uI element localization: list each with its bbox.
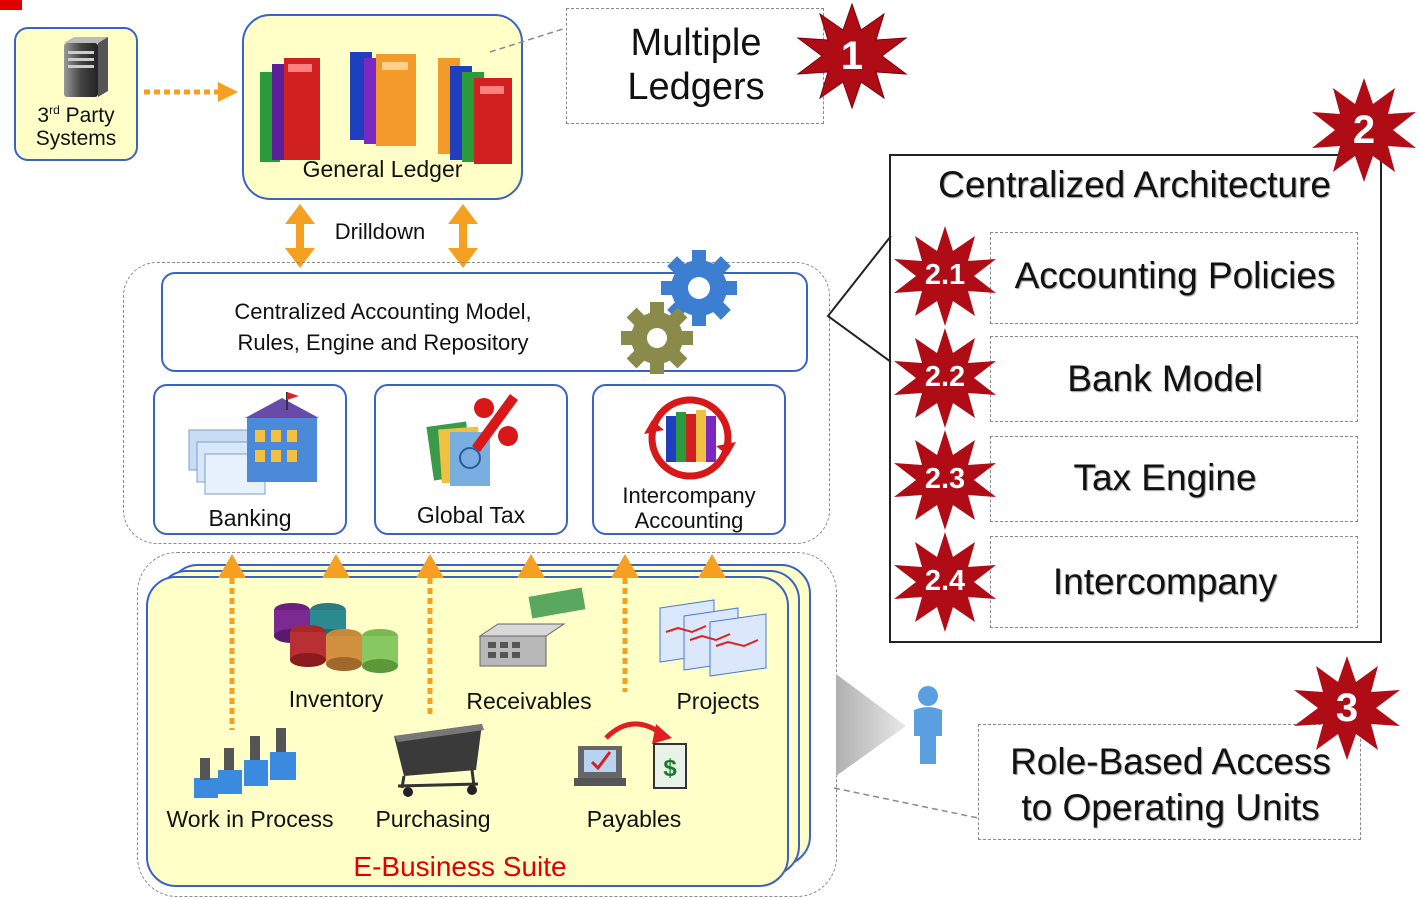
central-accounting-model-text: Centralized Accounting Model,Rules, Engi… bbox=[234, 299, 532, 355]
drilldown-arrow-left bbox=[285, 204, 315, 268]
gears-icon bbox=[621, 250, 737, 374]
banking-label: Banking bbox=[208, 505, 292, 531]
user-person-icon bbox=[914, 686, 942, 764]
projects-charts-icon bbox=[659, 599, 767, 677]
tax-money-icon bbox=[426, 394, 518, 486]
centralized-architecture-title: Centralized Architecture bbox=[938, 164, 1331, 205]
bank-model-callout: Bank Model bbox=[990, 336, 1358, 422]
third-party-to-ledger-arrow bbox=[144, 82, 238, 102]
accounting-policies-text: Accounting Policies bbox=[1014, 255, 1336, 296]
badge-1: 1 bbox=[796, 2, 908, 110]
ebs-title: E-Business Suite bbox=[353, 851, 567, 882]
badge-2-3: 2.3 bbox=[892, 430, 998, 530]
ebs-up-arrows bbox=[218, 554, 726, 730]
accounting-policies-callout: Accounting Policies bbox=[990, 232, 1358, 324]
work-in-process-label: Work in Process bbox=[166, 806, 334, 832]
payables-icon: $ bbox=[574, 721, 687, 789]
intercompany-text: Intercompany bbox=[1052, 561, 1278, 602]
intercompany-callout: Intercompany bbox=[990, 536, 1358, 628]
corner-mark bbox=[0, 0, 22, 10]
bank-building-icon bbox=[188, 392, 319, 495]
central-accounting-model-box: Centralized Accounting Model,Rules, Engi… bbox=[161, 250, 808, 374]
third-party-systems-box: 3rd Party Systems bbox=[14, 27, 138, 161]
purchasing-label: Purchasing bbox=[375, 806, 491, 832]
ledger-callout-connector bbox=[489, 27, 567, 53]
architecture-callout-pointer bbox=[826, 235, 892, 363]
inventory-label: Inventory bbox=[288, 686, 384, 712]
badge-3: 3 bbox=[1292, 656, 1402, 760]
badge-2-1: 2.1 bbox=[892, 226, 998, 326]
projects-label: Projects bbox=[676, 688, 760, 714]
receivables-label: Receivables bbox=[466, 688, 592, 714]
drilldown-label: Drilldown bbox=[334, 219, 426, 244]
central-engine-group bbox=[123, 262, 830, 544]
work-in-process-icon bbox=[194, 728, 296, 798]
svg-text:$: $ bbox=[663, 755, 677, 782]
receivables-register-icon bbox=[478, 587, 586, 667]
inventory-barrels-icon bbox=[274, 603, 398, 673]
global-tax-label: Global Tax bbox=[416, 502, 526, 528]
badge-2-4: 2.4 bbox=[892, 532, 998, 632]
badge-2-2: 2.2 bbox=[892, 328, 998, 428]
role-callout-connector bbox=[833, 787, 979, 819]
general-ledger-label: General Ledger bbox=[302, 156, 463, 182]
badge-2: 2 bbox=[1310, 78, 1418, 182]
banking-box: Banking bbox=[153, 384, 347, 535]
role-access-gray-arrow bbox=[836, 674, 906, 776]
bank-model-text: Bank Model bbox=[1067, 358, 1263, 399]
global-tax-box: Global Tax bbox=[374, 384, 568, 535]
tax-engine-callout: Tax Engine bbox=[990, 436, 1358, 522]
third-party-label: 3rd Party Systems bbox=[35, 103, 117, 150]
tax-engine-text: Tax Engine bbox=[1073, 457, 1257, 498]
ledger-books-icon bbox=[260, 52, 512, 164]
general-ledger-box: General Ledger bbox=[242, 14, 523, 200]
payables-label: Payables bbox=[586, 806, 682, 832]
drilldown-arrow-right bbox=[448, 204, 478, 268]
purchasing-cart-icon bbox=[394, 724, 484, 797]
server-icon bbox=[64, 37, 108, 97]
intercompany-books-icon bbox=[644, 396, 736, 480]
